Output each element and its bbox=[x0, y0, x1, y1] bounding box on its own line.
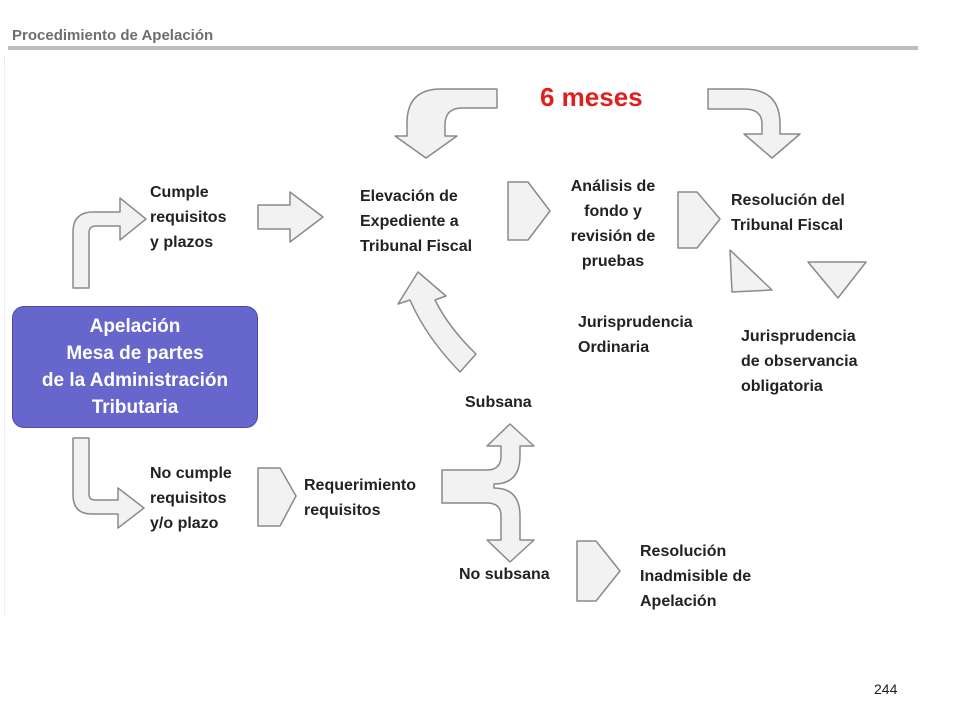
chevron-to-resolucion-inadmisible bbox=[576, 540, 621, 602]
box-line: de la Administración bbox=[41, 370, 229, 391]
node-line: de observancia bbox=[741, 353, 858, 370]
node-resolucion-tribunal: Resolución del Tribunal Fiscal bbox=[731, 188, 845, 238]
node-cumple: Cumple requisitos y plazos bbox=[150, 180, 226, 255]
block-arrow-to-elevacion bbox=[257, 191, 324, 243]
node-requerimiento: Requerimiento requisitos bbox=[304, 473, 416, 523]
node-line: No cumple bbox=[150, 465, 232, 482]
node-line: Cumple bbox=[150, 184, 209, 201]
node-line: Apelación bbox=[640, 593, 717, 610]
curved-arrow-top-right bbox=[707, 88, 801, 159]
chevron-to-requerimiento bbox=[257, 467, 297, 527]
header-divider bbox=[8, 46, 918, 50]
node-line: y/o plazo bbox=[150, 515, 219, 532]
node-line: Ordinaria bbox=[578, 339, 650, 356]
node-line: fondo y bbox=[584, 203, 642, 220]
node-juris-ordinaria: Jurisprudencia Ordinaria bbox=[578, 310, 693, 360]
node-line: Tribunal Fiscal bbox=[360, 238, 473, 255]
curved-arrow-to-cumple bbox=[72, 197, 147, 289]
curved-arrow-to-no-cumple bbox=[72, 437, 145, 529]
box-line: Apelación bbox=[89, 316, 181, 337]
node-line: Elevación de bbox=[360, 188, 458, 205]
box-line: Tributaria bbox=[91, 397, 179, 418]
appeal-entry-box: Apelación Mesa de partes de la Administr… bbox=[12, 306, 258, 428]
chevron-analisis-to-resolucion bbox=[677, 191, 721, 249]
node-line: requisitos bbox=[150, 490, 227, 507]
node-line: Análisis de bbox=[570, 178, 656, 195]
fork-arrow bbox=[441, 423, 535, 563]
curved-arrow-top-left bbox=[394, 88, 498, 159]
page-title: Procedimiento de Apelación bbox=[12, 27, 214, 44]
node-line: requisitos bbox=[304, 502, 381, 519]
left-margin-guide bbox=[4, 56, 5, 616]
node-line: Jurisprudencia bbox=[578, 314, 693, 331]
node-subsana: Subsana bbox=[465, 394, 532, 411]
chevron-elevacion-to-analisis bbox=[507, 181, 551, 241]
node-no-subsana: No subsana bbox=[459, 566, 550, 583]
node-line: revisión de bbox=[570, 228, 656, 245]
node-resolucion-inadmisible: Resolución Inadmisible de Apelación bbox=[640, 539, 751, 614]
node-line: Tribunal Fiscal bbox=[731, 217, 844, 234]
curved-arrow-subsana-return bbox=[397, 271, 477, 373]
page-number: 244 bbox=[874, 681, 898, 697]
node-analisis: Análisis de fondo y revisión de pruebas bbox=[552, 174, 674, 274]
timeline-label: 6 meses bbox=[540, 82, 643, 112]
node-line: Expediente a bbox=[360, 213, 459, 230]
triangle-juris-obligatoria bbox=[807, 261, 867, 299]
node-no-cumple: No cumple requisitos y/o plazo bbox=[150, 461, 232, 536]
node-line: Requerimiento bbox=[304, 477, 417, 494]
node-line: requisitos bbox=[150, 209, 227, 226]
box-line: Mesa de partes bbox=[66, 343, 204, 364]
node-line: Jurisprudencia bbox=[741, 328, 856, 345]
node-elevacion: Elevación de Expediente a Tribunal Fisca… bbox=[360, 184, 472, 259]
node-line: y plazos bbox=[150, 234, 214, 251]
node-line: obligatoria bbox=[741, 378, 823, 395]
node-line: Resolución del bbox=[731, 192, 845, 209]
node-juris-obligatoria: Jurisprudencia de observancia obligatori… bbox=[741, 324, 858, 399]
node-line: Resolución bbox=[640, 543, 727, 560]
node-line: pruebas bbox=[581, 253, 645, 270]
node-line: Inadmisible de bbox=[640, 568, 752, 585]
triangle-juris-ordinaria bbox=[729, 249, 773, 293]
